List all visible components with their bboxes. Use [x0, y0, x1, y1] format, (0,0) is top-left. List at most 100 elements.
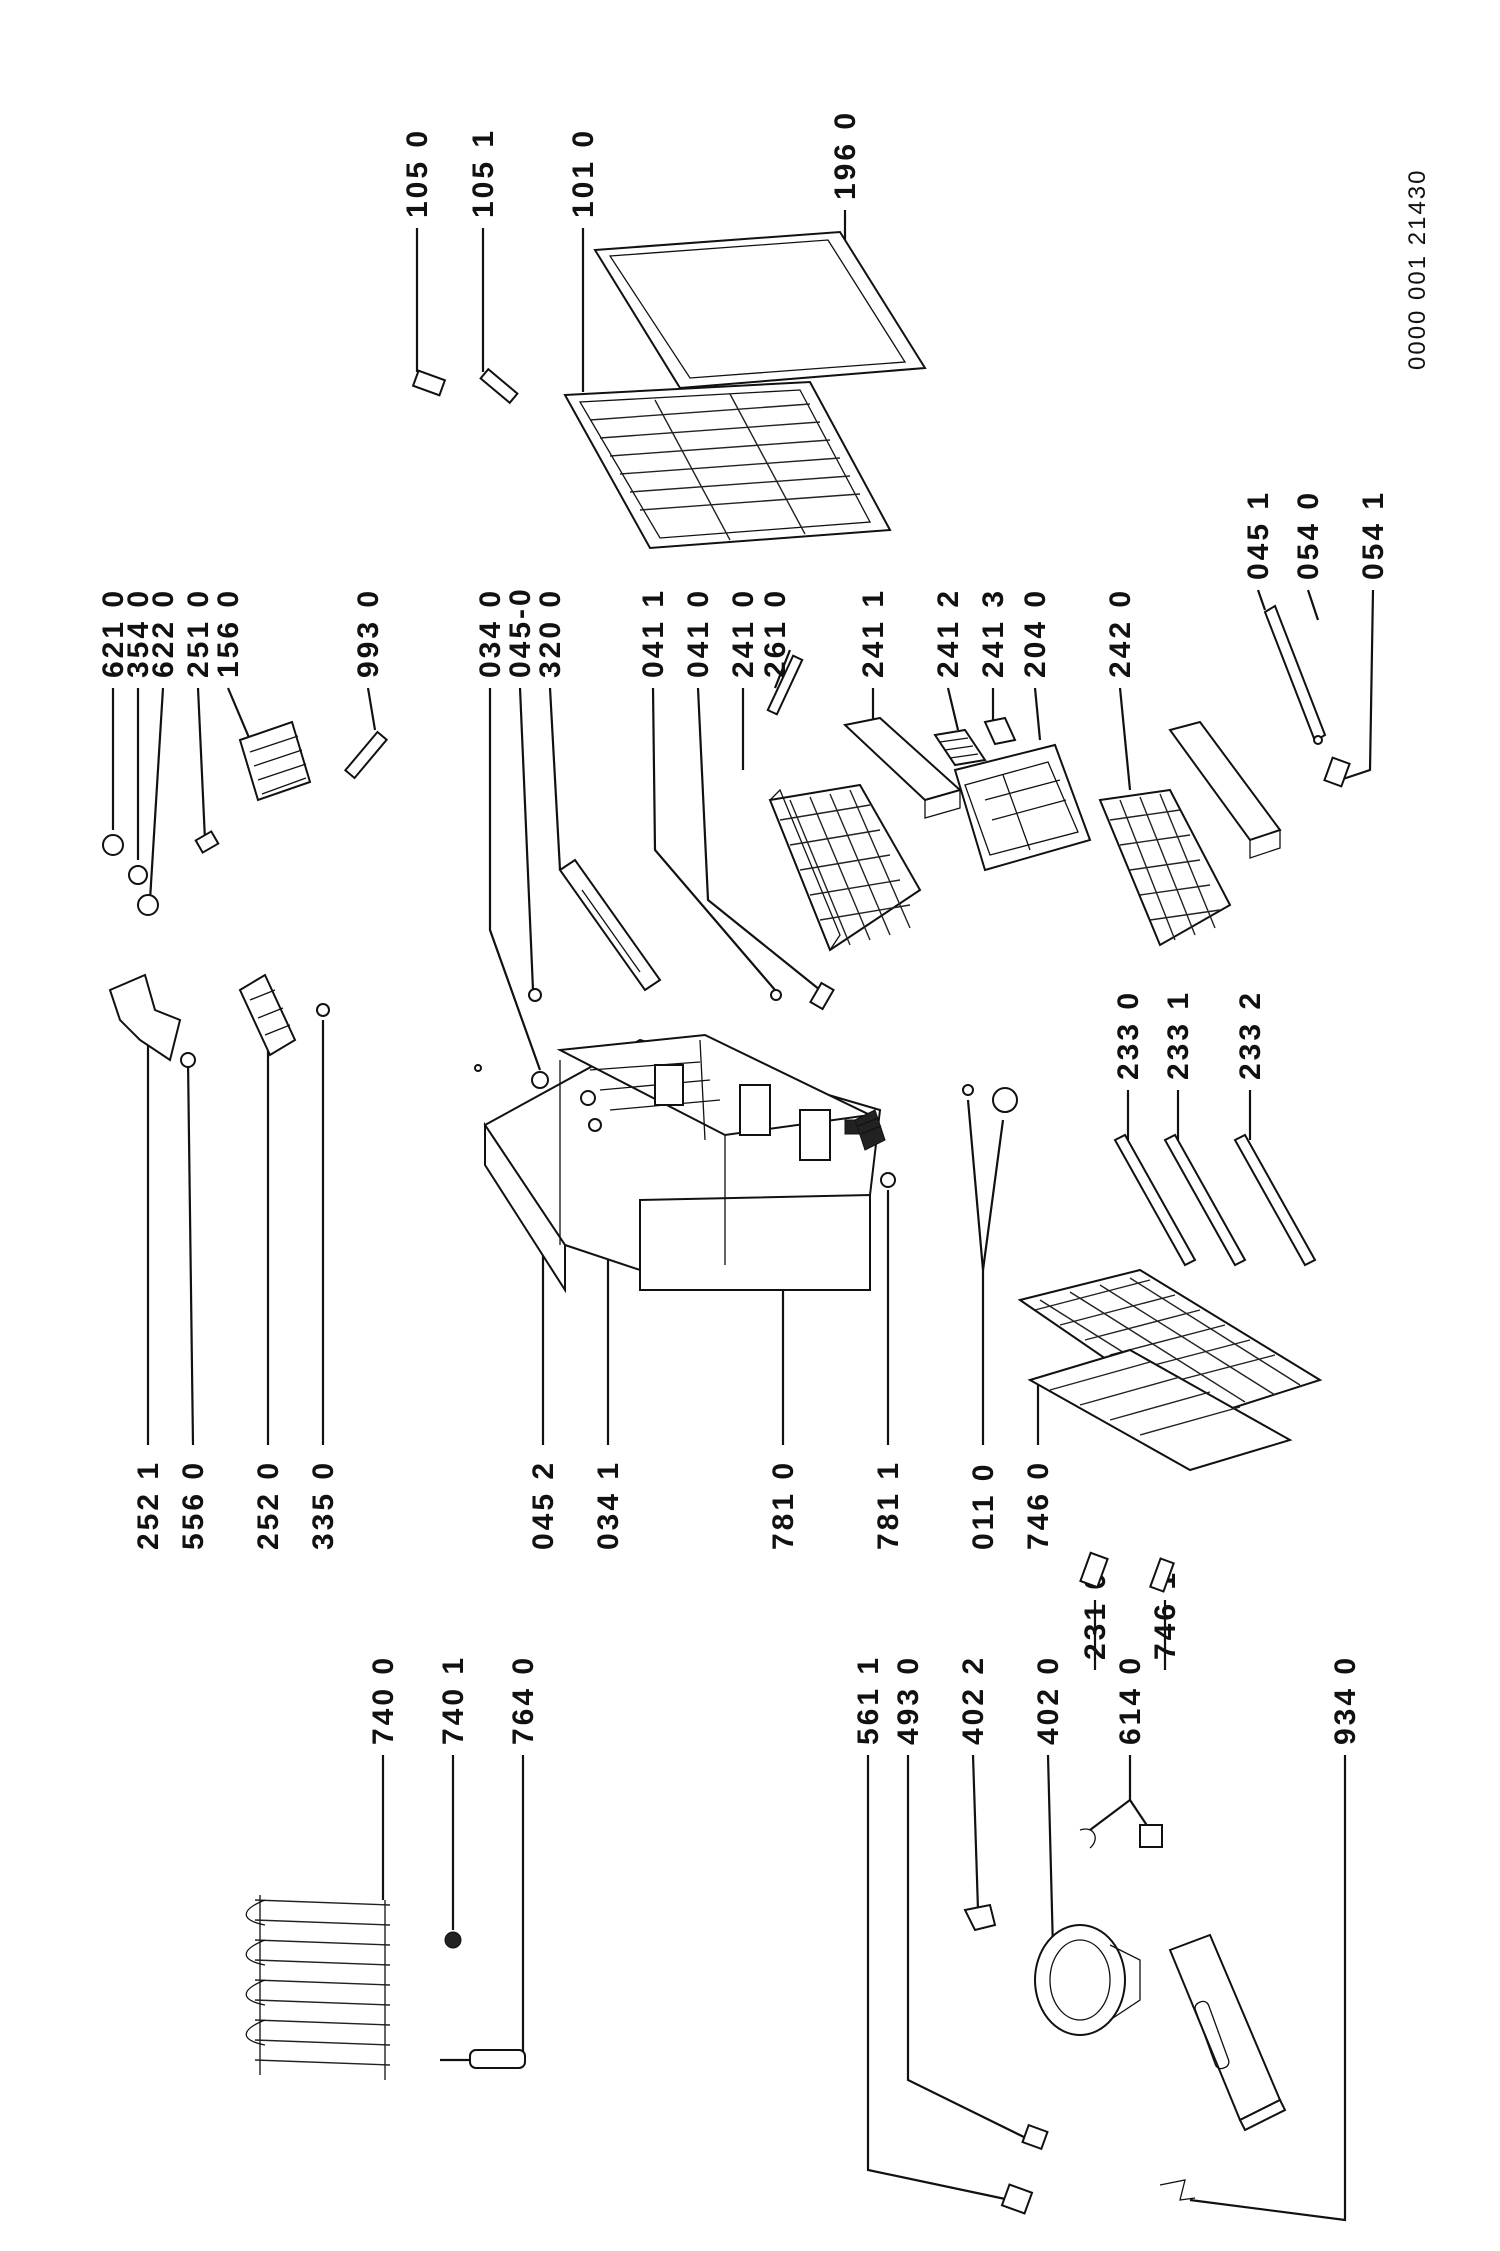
relay-614-0 — [1079, 1824, 1163, 1849]
part-label-740-0: 740 0 — [367, 1655, 400, 1745]
part-label-746-0: 746 0 — [1022, 1460, 1055, 1550]
filter-764-0 — [440, 2049, 526, 2069]
part-label-354-0: 354 0 — [122, 588, 155, 678]
ice-tray-156-0 — [238, 720, 312, 802]
part-335-0 — [316, 1003, 330, 1017]
middle-labels: 252 1 556 0 252 0 335 0 045 2 034 1 781 … — [132, 1460, 1055, 1550]
part-label-045-2: 045 2 — [527, 1460, 560, 1550]
rail-233-1 — [1163, 1133, 1247, 1267]
part-label-402-0: 402 0 — [1032, 1655, 1065, 1745]
door-panel-101-0 — [563, 380, 892, 550]
part-493-0 — [1021, 2123, 1049, 2151]
part-label-622-0: 622 0 — [147, 588, 180, 678]
knob-622-0 — [137, 894, 159, 916]
rail-054-0 — [1263, 604, 1327, 743]
part-label-493-0: 493 0 — [892, 1655, 925, 1745]
part-781-1 — [880, 1172, 896, 1188]
basket-242-0 — [1098, 788, 1232, 947]
cabinet-body — [483, 1033, 882, 1294]
part-label-156-0: 156 0 — [212, 588, 245, 678]
part-label-556-0: 556 0 — [177, 1460, 210, 1550]
tray-204-0 — [953, 743, 1092, 872]
part-label-045-0: 045-0 — [504, 586, 537, 678]
evaporator-746-0 — [1017, 1268, 1323, 1472]
part-label-034-1: 034 1 — [592, 1460, 625, 1550]
part-label-252-1: 252 1 — [132, 1460, 165, 1550]
part-label-233-0: 233 0 — [1112, 990, 1145, 1080]
hinge-105-0 — [411, 369, 447, 397]
top-labels: 105 0 105 1 101 0 196 0 621 0 354 0 622 … — [97, 110, 1390, 1080]
condenser-740-0 — [245, 1895, 391, 2080]
document-number: 0000 001 21430 — [1404, 168, 1431, 370]
part-label-335-0: 335 0 — [307, 1460, 340, 1550]
part-label-614-0: 614 0 — [1114, 1655, 1147, 1745]
knob-354-0 — [128, 865, 148, 885]
part-011-0-b — [992, 1087, 1018, 1113]
part-556-0 — [180, 1052, 196, 1068]
part-label-041-1: 041 1 — [637, 588, 670, 678]
part-252-1 — [108, 973, 182, 1062]
part-label-054-1: 054 1 — [1357, 490, 1390, 580]
part-740-1 — [444, 1931, 462, 1949]
part-label-204-0: 204 0 — [1019, 588, 1052, 678]
scraper-993-0 — [343, 730, 389, 780]
drawer-front-242 — [1168, 720, 1282, 859]
part-label-241-0: 241 0 — [727, 588, 760, 678]
basket-241-0 — [768, 783, 922, 952]
screw-045-0 — [528, 988, 542, 1002]
part-241-3 — [983, 716, 1017, 746]
part-label-402-2: 402 2 — [957, 1655, 990, 1745]
part-label-045-1: 045 1 — [1242, 490, 1275, 580]
part-561-1 — [1000, 2183, 1034, 2215]
part-label-252-0: 252 0 — [252, 1460, 285, 1550]
part-781-0 — [854, 1109, 886, 1151]
knob-621-0 — [102, 834, 124, 856]
part-041-0 — [809, 981, 835, 1011]
part-label-764-0: 764 0 — [507, 1655, 540, 1745]
part-label-251-0: 251 0 — [182, 588, 215, 678]
door-gasket-196-0 — [593, 230, 927, 390]
compressor-402-0 — [1034, 1924, 1141, 2036]
part-746-1 — [1149, 1557, 1175, 1593]
part-label-233-2: 233 2 — [1234, 990, 1267, 1080]
screw-041-1 — [770, 989, 782, 1001]
part-231-0 — [1079, 1551, 1109, 1589]
part-011-0-a — [962, 1084, 974, 1096]
part-label-781-0: 781 0 — [767, 1460, 800, 1550]
part-label-621-0: 621 0 — [97, 588, 130, 678]
handle-261-0 — [766, 654, 804, 716]
base-plate-934-0 — [1168, 1933, 1287, 2132]
part-241-2 — [933, 728, 987, 767]
hinge-105-1 — [479, 367, 519, 405]
part-252-0 — [238, 973, 297, 1057]
bottom-labels: 740 0 740 1 764 0 561 1 493 0 402 2 402 … — [367, 1570, 1362, 1745]
part-label-242-0: 242 0 — [1104, 588, 1137, 678]
part-label-241-2: 241 2 — [932, 588, 965, 678]
part-label-740-1: 740 1 — [437, 1655, 470, 1745]
part-402-2 — [963, 1903, 997, 1932]
part-054-1 — [1323, 756, 1351, 788]
part-label-034-0: 034 0 — [474, 588, 507, 678]
part-label-320-0: 320 0 — [534, 588, 567, 678]
part-045-1 — [1313, 735, 1323, 745]
part-label-993-0: 993 0 — [352, 588, 385, 678]
part-label-101-0: 101 0 — [567, 128, 600, 218]
rail-320-0 — [558, 858, 662, 992]
rail-233-0 — [1113, 1133, 1197, 1267]
part-label-105-1: 105 1 — [467, 128, 500, 218]
leader-lines — [111, 210, 1375, 2222]
part-label-781-1: 781 1 — [872, 1460, 905, 1550]
screw-small — [474, 1064, 482, 1072]
part-label-241-3: 241 3 — [977, 588, 1010, 678]
part-label-196-0: 196 0 — [829, 110, 862, 200]
part-label-561-1: 561 1 — [852, 1655, 885, 1745]
clip-251-0 — [194, 830, 220, 854]
part-label-934-0: 934 0 — [1329, 1655, 1362, 1745]
part-label-233-1: 233 1 — [1162, 990, 1195, 1080]
part-label-011-0: 011 0 — [967, 1462, 1000, 1550]
part-label-054-0: 054 0 — [1292, 490, 1325, 580]
part-label-261-0: 261 0 — [759, 588, 792, 678]
rail-233-2 — [1233, 1133, 1317, 1267]
part-label-241-1: 241 1 — [857, 588, 890, 678]
